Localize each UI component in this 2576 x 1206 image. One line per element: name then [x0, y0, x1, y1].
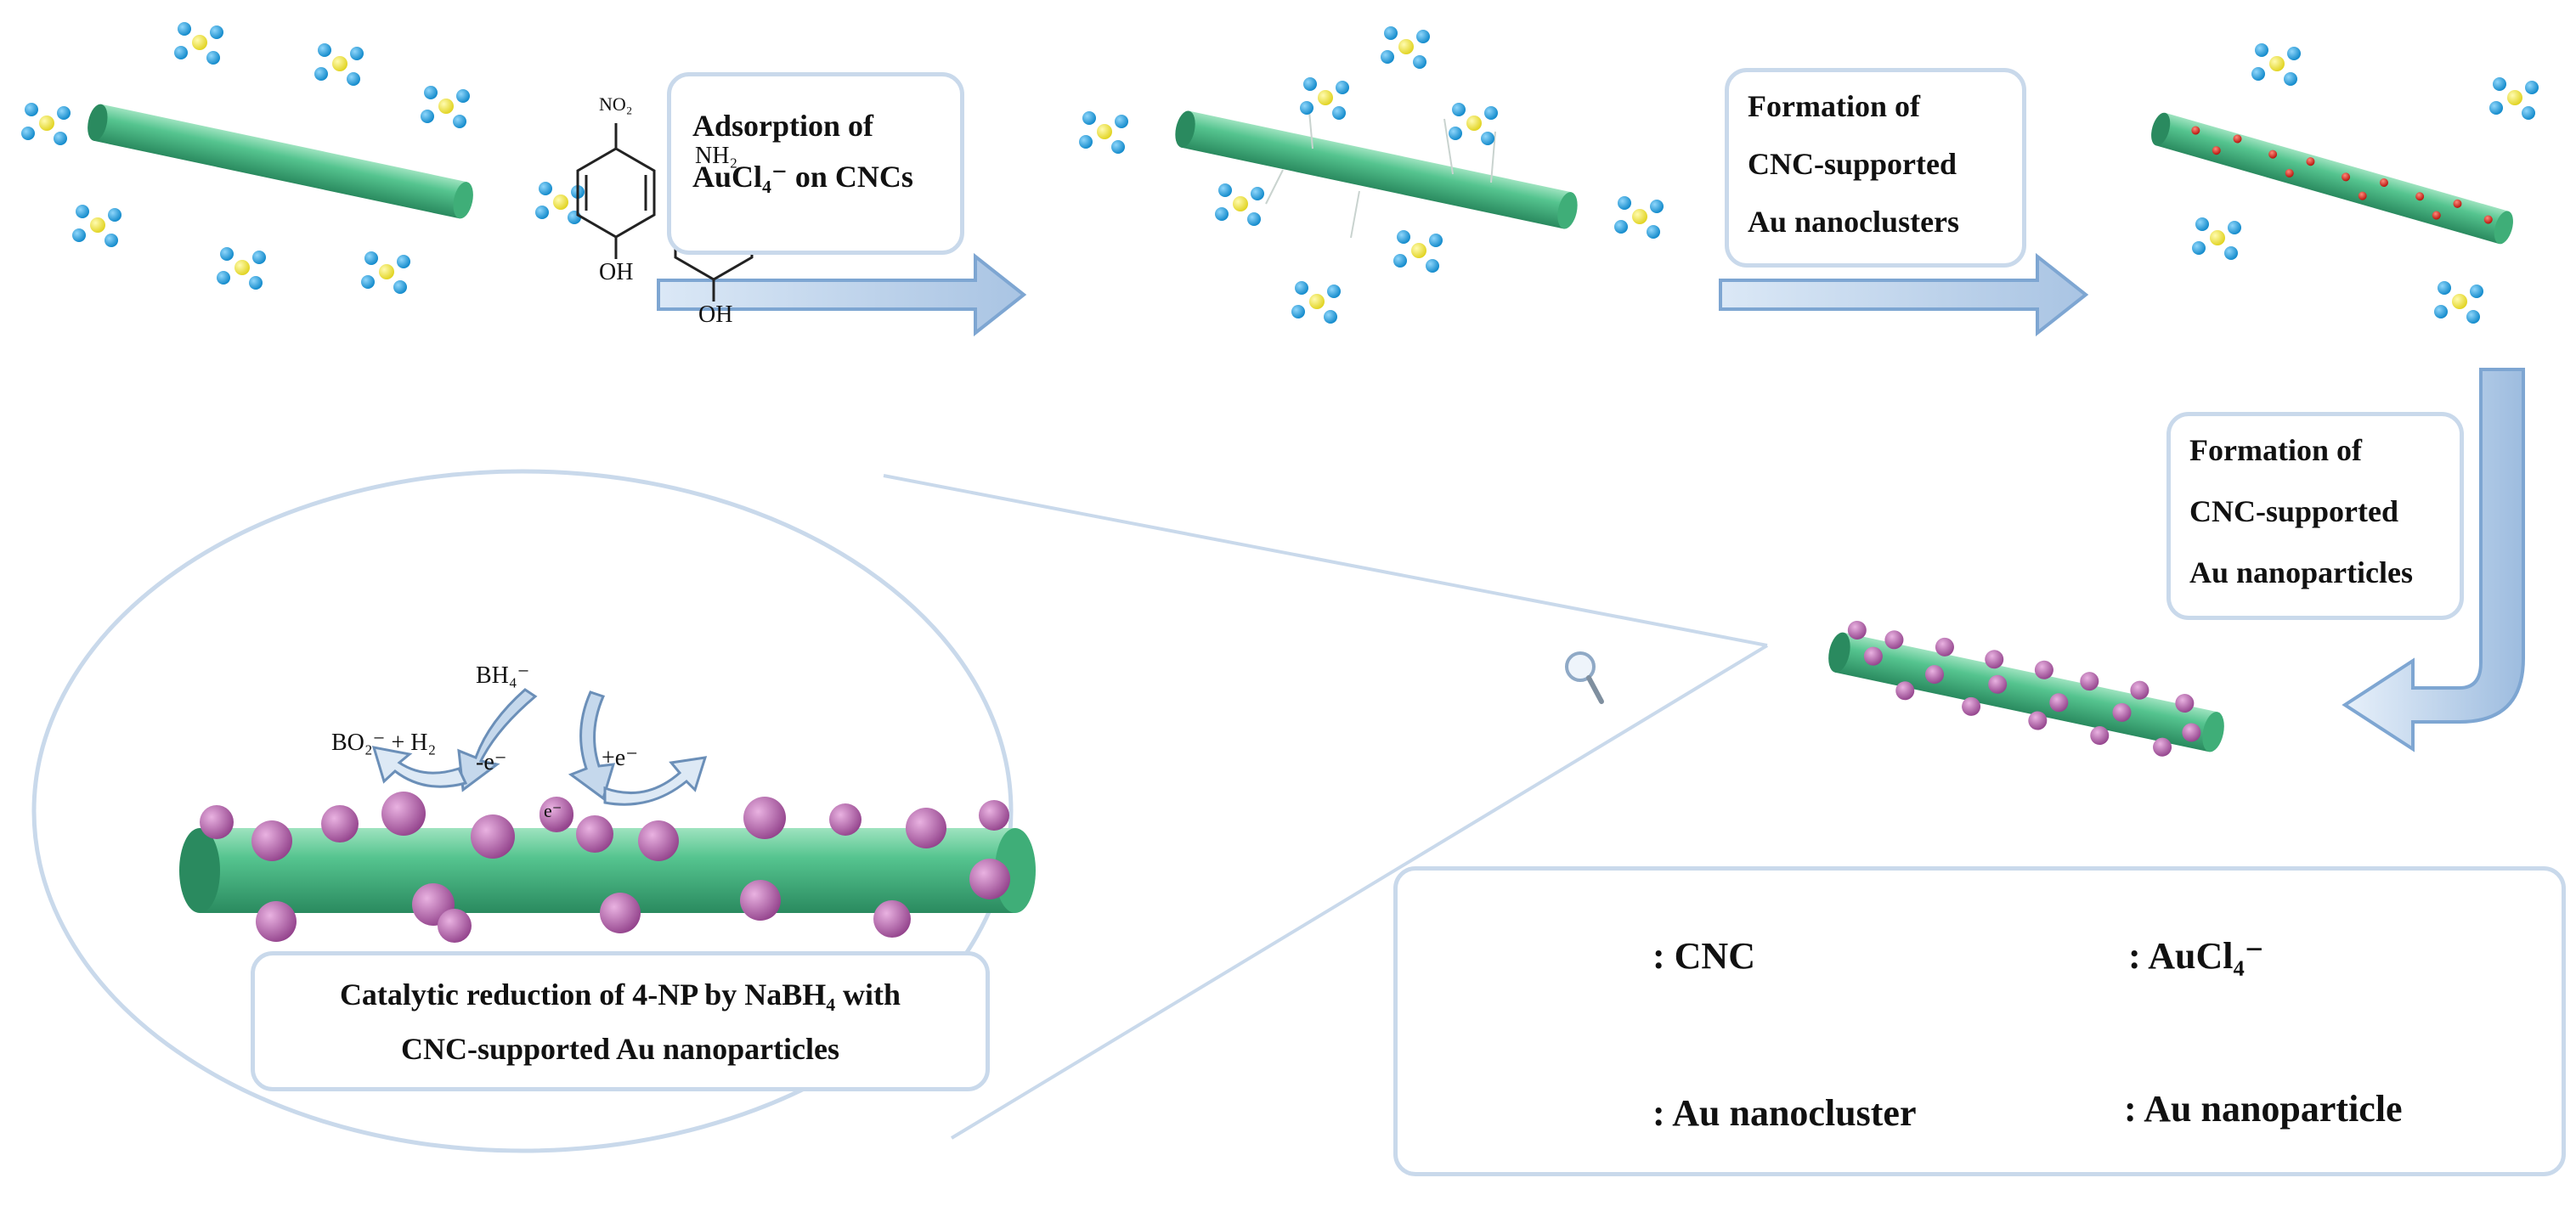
- electron-gain-label: +e⁻: [602, 745, 638, 771]
- legend-nanocluster-label: : Au nanocluster: [1652, 1092, 1917, 1134]
- nitrophenol-bottom-label: OH: [599, 259, 634, 285]
- step-nanoparticles-line1: Formation of: [2189, 433, 2362, 467]
- aminophenol-top-label: NH₂: [695, 143, 738, 169]
- cnc-rod-stage4: [1828, 620, 2224, 757]
- nitrophenol-arrow: [568, 690, 708, 806]
- legend-box: : CNC : AuCl₄⁻ : Au nanocluster : Au nan…: [1393, 866, 2566, 1176]
- legend-cnc-label: : CNC: [1652, 935, 1755, 977]
- step-nanoclusters-line1: Formation of: [1748, 89, 1920, 123]
- step-nanoclusters-line2: CNC-supported: [1748, 147, 1957, 181]
- electron-loss-label: -e⁻: [476, 749, 507, 775]
- reaction-products-label: BO₂⁻ + H₂: [331, 730, 437, 756]
- arrow-step2: [1719, 252, 2089, 337]
- zoom-caption-line2: CNC-supported Au nanoparticles: [400, 1032, 840, 1066]
- electron-label: e⁻: [544, 800, 562, 821]
- step-adsorption-box: Adsorption of AuCl₄⁻ on CNCs: [667, 72, 964, 255]
- nitrophenol-molecule: [576, 123, 656, 259]
- arrow-step1: [657, 252, 1027, 337]
- step-nanoclusters-line3: Au nanoclusters: [1748, 205, 1960, 239]
- nitrophenol-top-label: NO₂: [599, 93, 633, 115]
- arrow-step3: [2342, 368, 2525, 752]
- borohydride-arrow: [371, 688, 538, 792]
- step-nanoclusters-box: Formation of CNC-supported Au nanocluste…: [1725, 68, 2026, 268]
- aminophenol-bottom-label: OH: [698, 302, 733, 328]
- step-adsorption-line2: AuCl₄⁻ on CNCs: [692, 160, 913, 194]
- legend-nanoparticle-label: : Au nanoparticle: [2124, 1088, 2403, 1130]
- cnc-rod-stage2: [1175, 101, 1578, 239]
- zoom-caption-line1: Catalytic reduction of 4-NP by NaBH₄ wit…: [339, 978, 901, 1012]
- electron-particle: [539, 797, 573, 831]
- step-nanoparticles-line2: CNC-supported: [2189, 494, 2399, 528]
- zoom-caption-box: Catalytic reduction of 4-NP by NaBH₄ wit…: [251, 951, 990, 1091]
- zoomed-cnc-rod: [179, 792, 1036, 943]
- cnc-rod-stage1: [88, 104, 473, 219]
- zoom-callout-lines: [883, 474, 1769, 1140]
- cnc-rod-stage3: [2151, 112, 2513, 245]
- legend-aucl4-label: : AuCl₄⁻: [2128, 935, 2264, 977]
- borohydride-label: BH₄⁻: [476, 662, 530, 689]
- step-nanoparticles-box: Formation of CNC-supported Au nanopartic…: [2166, 412, 2464, 620]
- magnifier-icon: [1565, 651, 1604, 704]
- step-nanoparticles-line3: Au nanoparticles: [2189, 555, 2414, 589]
- step-adsorption-line1: Adsorption of: [692, 109, 874, 143]
